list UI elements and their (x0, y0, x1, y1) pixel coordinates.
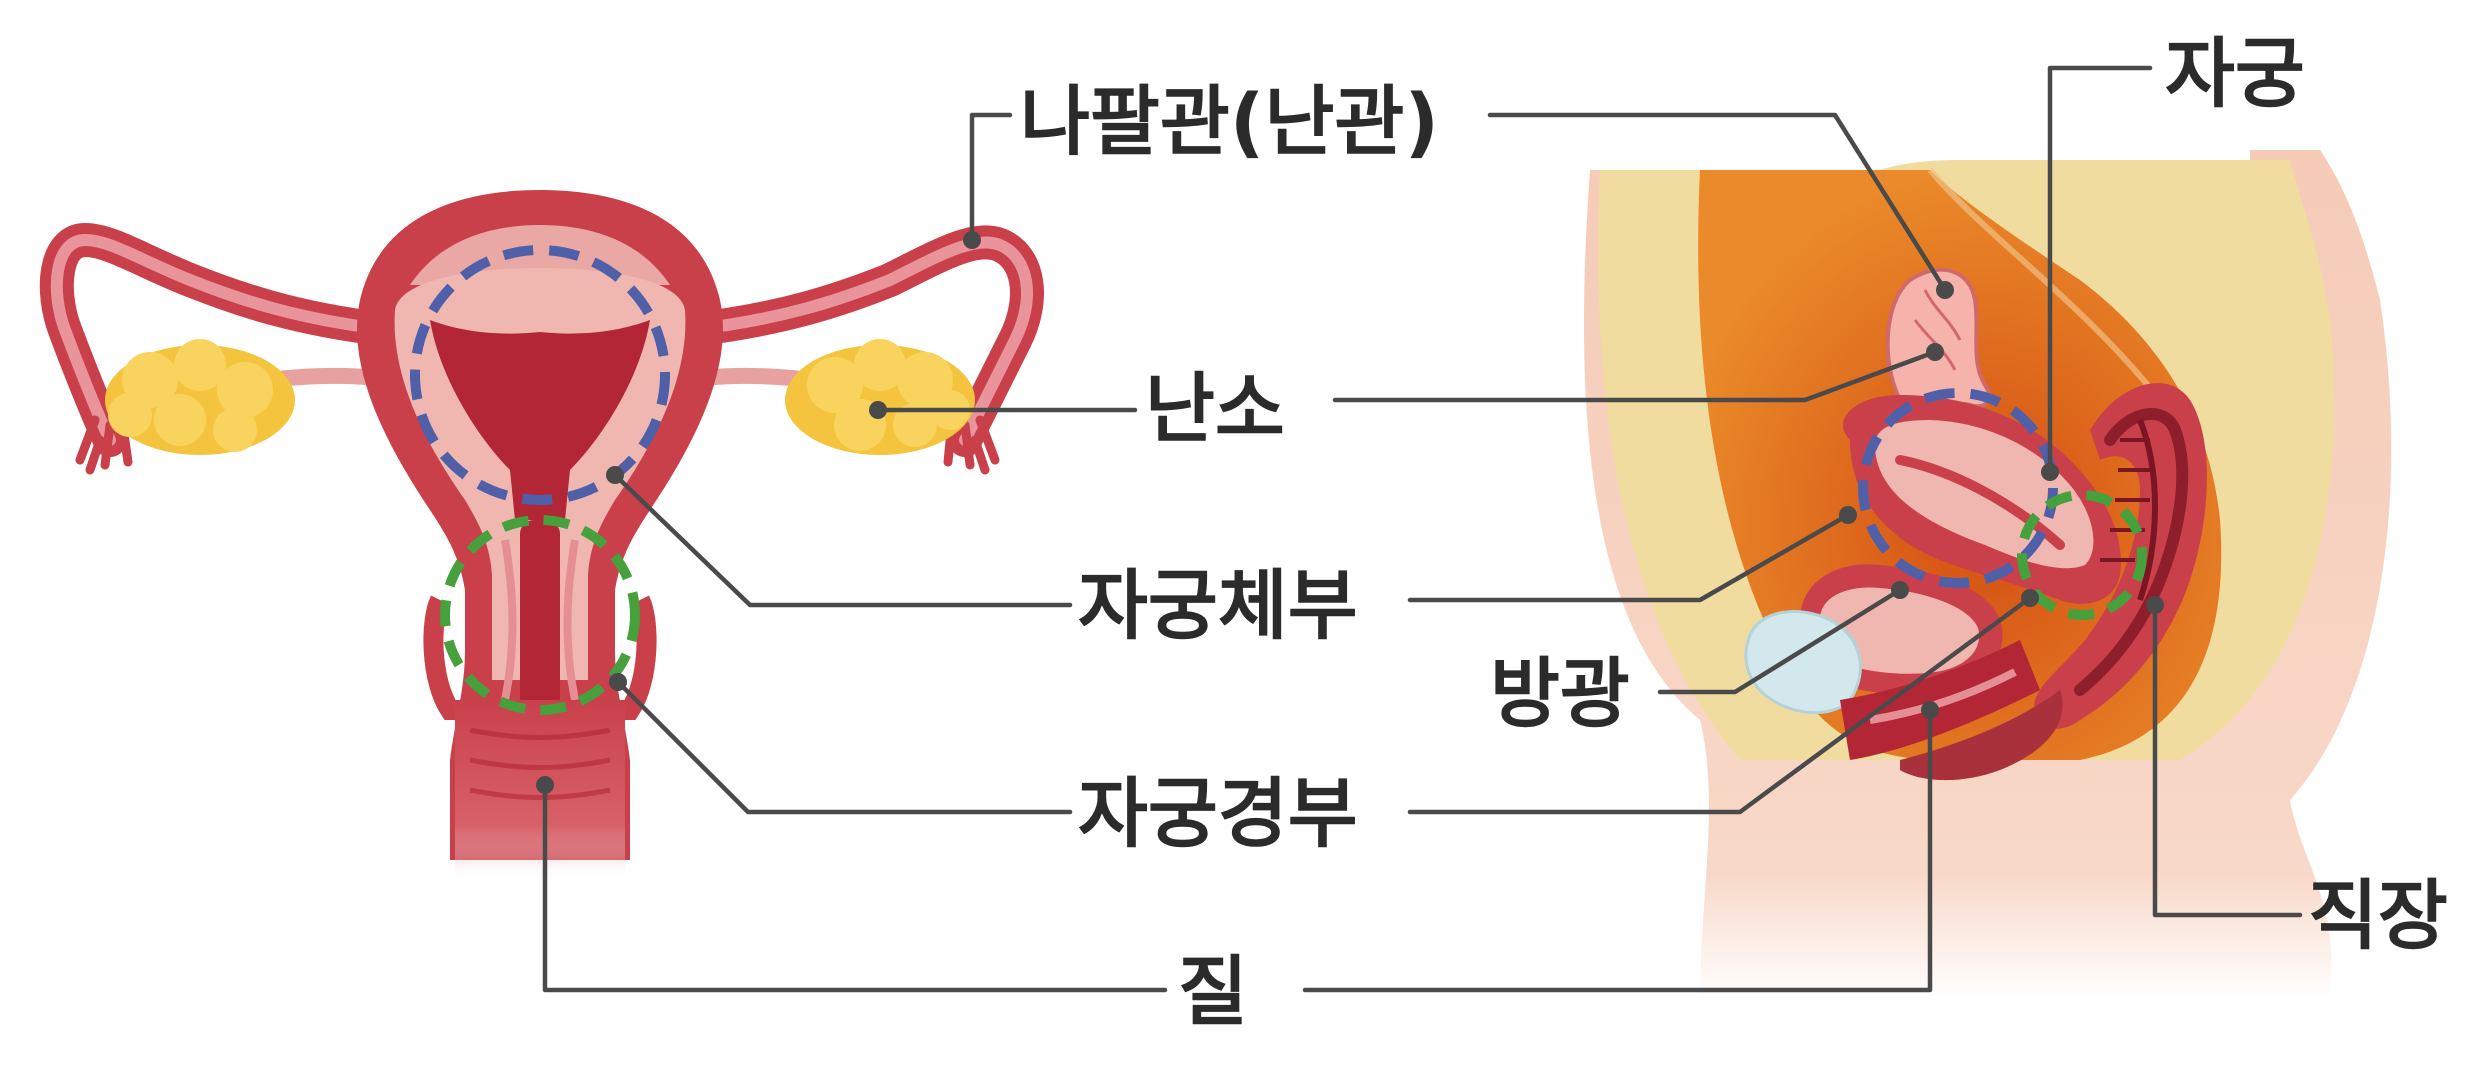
label-ovary: 난소 (1145, 364, 1285, 453)
left-ovary (105, 339, 295, 455)
uterine-body-marker-sagittal (1858, 388, 2058, 588)
labels: 나팔관(난관) 자궁 난소 자궁체부 방광 자궁경부 질 직장 (1020, 29, 2448, 1036)
cervix-marker-sagittal (2017, 490, 2147, 620)
cervix-marker-frontal (440, 515, 640, 715)
label-vagina: 질 (1178, 947, 1248, 1036)
sagittal-rectum (2034, 383, 2207, 729)
leader-lines (536, 65, 2303, 993)
label-rectum: 직장 (2308, 871, 2448, 960)
label-fallopian-tube: 나팔관(난관) (1020, 77, 1439, 166)
label-uterus: 자궁 (2165, 29, 2305, 118)
label-cervix: 자궁경부 (1078, 769, 1358, 858)
right-ovary (785, 339, 975, 455)
frontal-uterus-illustration (39, 190, 1044, 880)
uterine-body-marker-frontal (410, 245, 670, 505)
label-uterine-body: 자궁체부 (1078, 561, 1358, 650)
label-bladder: 방광 (1490, 649, 1630, 738)
